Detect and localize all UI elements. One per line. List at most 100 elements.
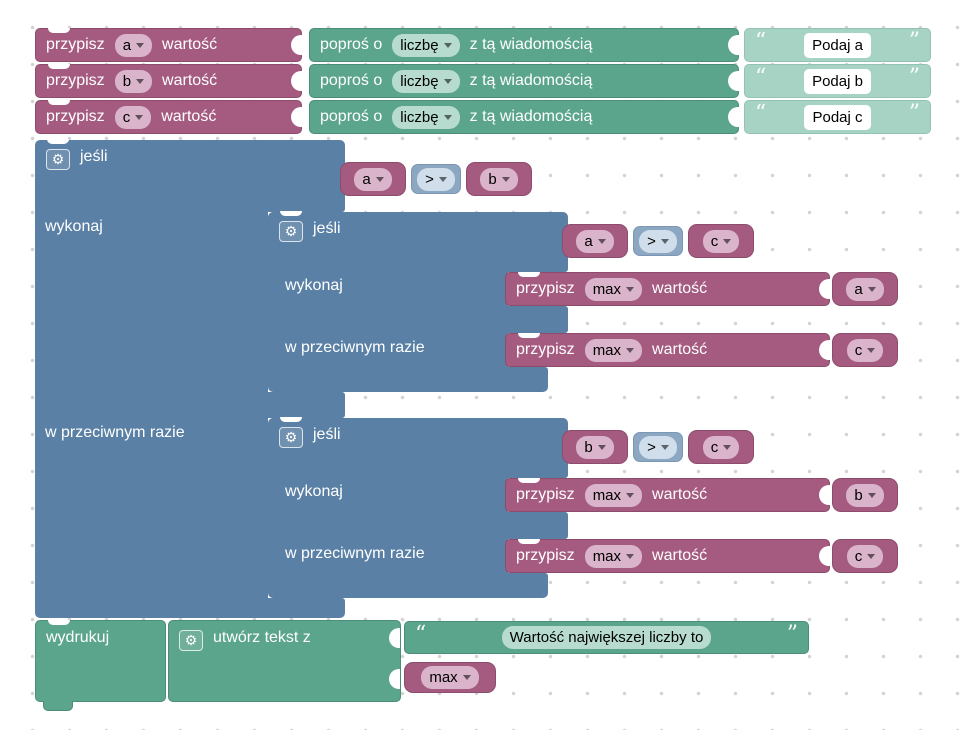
outer-if-do-spine[interactable]: [35, 212, 268, 392]
create-text-block[interactable]: ⚙ utwórz tekst z: [168, 620, 401, 702]
do-label: wykonaj: [285, 277, 343, 294]
message-label: z tą wiadomością: [469, 72, 593, 89]
variable-dropdown[interactable]: a: [576, 229, 614, 253]
do-label: wykonaj: [285, 483, 343, 500]
variable-dropdown[interactable]: max: [584, 544, 643, 568]
text-input[interactable]: Podaj c: [804, 104, 871, 130]
variable-pill-b[interactable]: b: [562, 430, 628, 464]
text-input[interactable]: Wartość największej liczby to: [501, 626, 712, 649]
comparison-operator-block[interactable]: >: [411, 164, 461, 194]
inner-if1-else-spine[interactable]: [268, 333, 508, 367]
variable-dropdown[interactable]: max: [584, 277, 643, 301]
prompt-number-block-c[interactable]: poproś o liczbę z tą wiadomością: [309, 100, 739, 134]
variable-dropdown[interactable]: max: [421, 666, 479, 689]
variable-pill-a[interactable]: a: [340, 162, 406, 196]
value-label: wartość: [652, 486, 708, 503]
variable-dropdown[interactable]: a: [114, 33, 153, 57]
inner-if1-do-spine[interactable]: [268, 272, 508, 306]
type-dropdown[interactable]: liczbę: [392, 33, 460, 57]
stack-notch: [518, 333, 540, 338]
variable-dropdown[interactable]: c: [114, 105, 152, 129]
gear-icon[interactable]: ⚙: [279, 221, 303, 242]
string-block-result[interactable]: “ Wartość największej liczby to ”: [404, 621, 809, 654]
variable-dropdown[interactable]: c: [702, 435, 740, 459]
outer-if-bottom-bar[interactable]: [35, 598, 345, 618]
variable-dropdown[interactable]: max: [584, 483, 643, 507]
inner-if2-bottom-bar[interactable]: [268, 573, 548, 598]
string-block-podaj-b[interactable]: “ Podaj b ”: [744, 64, 931, 98]
variable-pill-a[interactable]: a: [832, 272, 898, 306]
variable-name: c: [854, 341, 863, 359]
variable-dropdown[interactable]: c: [846, 338, 884, 362]
variable-pill-c[interactable]: c: [688, 224, 754, 258]
dropdown-arrow-icon: [867, 553, 876, 559]
stack-notch: [48, 64, 70, 69]
inner-if1-bottom-bar[interactable]: [268, 367, 548, 392]
condition-b-gt-c: b > c: [562, 430, 754, 464]
value-label: wartość: [652, 280, 708, 297]
prompt-number-block-a[interactable]: poproś o liczbę z tą wiadomością: [309, 28, 739, 62]
set-label: przypisz: [516, 486, 575, 503]
dropdown-arrow-icon: [443, 78, 452, 84]
set-max-to-b-block[interactable]: przypisz max wartość: [505, 478, 830, 512]
set-variable-block-c[interactable]: przypisz c wartość: [35, 100, 302, 134]
text-input[interactable]: Podaj b: [804, 68, 871, 94]
variable-dropdown[interactable]: max: [584, 338, 643, 362]
comparison-operator-block[interactable]: >: [633, 432, 683, 462]
variable-dropdown[interactable]: a: [354, 167, 392, 191]
set-label: przypisz: [516, 341, 575, 358]
print-block[interactable]: wydrukuj: [35, 620, 166, 702]
message-label: z tą wiadomością: [469, 108, 593, 125]
inner-if2-else-bar[interactable]: [268, 512, 568, 539]
prompt-number-block-b[interactable]: poproś o liczbę z tą wiadomością: [309, 64, 739, 98]
variable-name: b: [584, 438, 593, 456]
set-variable-block-b[interactable]: przypisz b wartość: [35, 64, 302, 98]
variable-name: b: [854, 486, 863, 504]
outer-if-else-bar[interactable]: [35, 392, 345, 418]
variable-dropdown[interactable]: b: [480, 167, 518, 191]
type-dropdown[interactable]: liczbę: [392, 69, 460, 93]
inner-if1-header[interactable]: ⚙ jeśli: [268, 211, 568, 272]
variable-pill-c[interactable]: c: [688, 430, 754, 464]
variable-pill-c[interactable]: c: [832, 333, 898, 367]
variable-dropdown[interactable]: c: [702, 229, 740, 253]
variable-pill-a[interactable]: a: [562, 224, 628, 258]
variable-pill-b[interactable]: b: [466, 162, 532, 196]
variable-pill-max[interactable]: max: [404, 662, 496, 693]
variable-dropdown[interactable]: b: [846, 483, 884, 507]
comparison-operator-block[interactable]: >: [633, 226, 683, 256]
inner-if2-do-spine[interactable]: [268, 478, 508, 512]
variable-pill-c[interactable]: c: [832, 539, 898, 573]
variable-pill-b[interactable]: b: [832, 478, 898, 512]
operator-dropdown[interactable]: >: [639, 435, 677, 459]
dropdown-arrow-icon: [867, 286, 876, 292]
if-label: jeśli: [80, 148, 108, 165]
set-max-to-a-block[interactable]: przypisz max wartość: [505, 272, 830, 306]
set-max-to-c-block[interactable]: przypisz max wartość: [505, 539, 830, 573]
dropdown-arrow-icon: [443, 42, 452, 48]
gear-icon[interactable]: ⚙: [279, 427, 303, 448]
operator-dropdown[interactable]: >: [417, 167, 455, 191]
variable-dropdown[interactable]: a: [846, 277, 884, 301]
variable-dropdown[interactable]: b: [576, 435, 614, 459]
outer-if-else-spine[interactable]: [35, 418, 268, 598]
set-variable-block-a[interactable]: przypisz a wartość: [35, 28, 302, 62]
type-dropdown[interactable]: liczbę: [392, 105, 460, 129]
prompt-label: poproś o: [320, 36, 383, 53]
variable-dropdown[interactable]: b: [114, 69, 153, 93]
variable-dropdown[interactable]: c: [846, 544, 884, 568]
stack-notch: [47, 139, 69, 144]
operator-dropdown[interactable]: >: [639, 229, 677, 253]
set-max-to-c-block[interactable]: przypisz max wartość: [505, 333, 830, 367]
gear-icon[interactable]: ⚙: [46, 149, 70, 170]
string-block-podaj-c[interactable]: “ Podaj c ”: [744, 100, 931, 134]
inner-if2-else-spine[interactable]: [268, 539, 508, 573]
gear-icon[interactable]: ⚙: [179, 630, 203, 651]
inner-if1-else-bar[interactable]: [268, 306, 568, 333]
string-block-podaj-a[interactable]: “ Podaj a ”: [744, 28, 931, 62]
variable-name: a: [854, 280, 863, 298]
text-input[interactable]: Podaj a: [804, 32, 871, 58]
value-socket: [819, 485, 830, 505]
outer-if-header[interactable]: ⚙ jeśli: [35, 139, 345, 212]
inner-if2-header[interactable]: ⚙ jeśli: [268, 417, 568, 478]
